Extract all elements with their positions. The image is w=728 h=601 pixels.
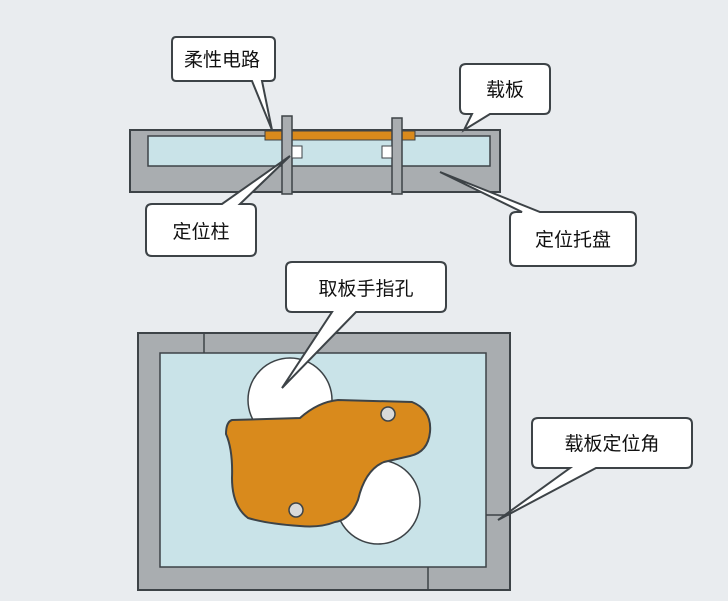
locating-pin-right — [391, 117, 403, 195]
cross-section-view — [129, 115, 501, 195]
callout-locating-tray: 定位托盘 — [439, 171, 637, 267]
callout-locating-pin: 定位柱 — [145, 155, 291, 257]
callout-bubble — [459, 63, 551, 133]
label-locating-pin: 定位柱 — [172, 221, 229, 243]
callout-bubble — [281, 261, 447, 389]
pin-bushing-right — [381, 145, 393, 159]
callout-finger-hole: 取板手指孔 — [281, 261, 447, 389]
flex-circuit-board — [224, 398, 432, 528]
flex-locating-hole-2 — [288, 502, 304, 518]
callout-bubble — [497, 417, 693, 521]
callout-bubble — [171, 36, 276, 131]
callout-bubble — [439, 171, 637, 267]
flex-locating-hole-1 — [380, 406, 396, 422]
locating-pin-left — [281, 115, 293, 195]
callout-carrier-board: 载板 — [459, 63, 551, 133]
label-finger-hole: 取板手指孔 — [318, 278, 413, 300]
label-flex-circuit: 柔性电路 — [184, 49, 260, 71]
callout-bubble — [145, 155, 291, 257]
label-carrier-board: 载板 — [486, 79, 524, 101]
callout-carrier-corner: 载板定位角 — [497, 417, 693, 521]
flex-circuit-strip — [264, 130, 416, 141]
top-view — [137, 332, 511, 591]
callout-flex-circuit: 柔性电路 — [171, 36, 276, 131]
label-carrier-corner: 载板定位角 — [564, 433, 659, 455]
pin-bushing-left — [291, 145, 303, 159]
label-locating-tray: 定位托盘 — [535, 229, 611, 251]
